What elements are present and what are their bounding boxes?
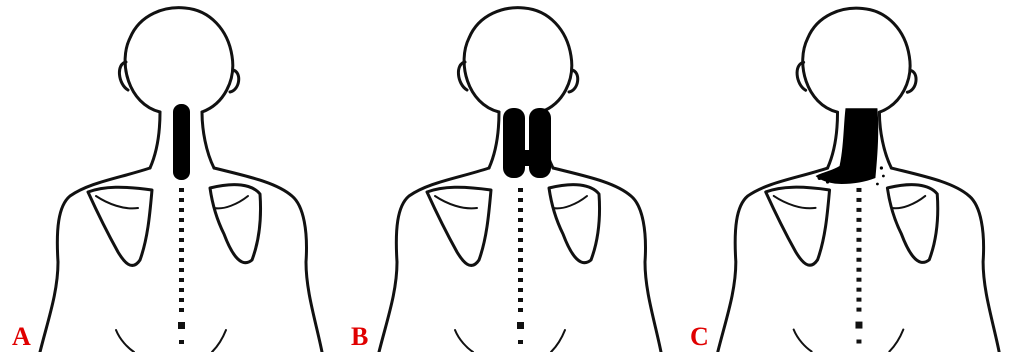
right-shoulder xyxy=(553,168,661,352)
right-shoulder xyxy=(214,168,322,352)
right-scapula xyxy=(887,185,937,263)
left-shoulder xyxy=(718,168,828,351)
right-scapula xyxy=(549,185,600,263)
left-scapula xyxy=(88,187,152,265)
left-shoulder xyxy=(379,168,489,352)
left-shoulder xyxy=(40,168,150,352)
pain-area-right-band xyxy=(529,108,551,178)
head-outline xyxy=(803,8,910,112)
right-scapula xyxy=(210,185,261,263)
pain-area-central xyxy=(173,104,190,180)
panel-a: A xyxy=(0,0,339,352)
neck-left xyxy=(150,112,160,168)
panel-b: B xyxy=(339,0,678,352)
back-figure-a xyxy=(0,0,339,352)
neck-left xyxy=(489,112,499,168)
spine-dots xyxy=(517,188,524,344)
head-outline xyxy=(464,8,572,112)
spine-dots xyxy=(855,188,862,344)
back-figure-c xyxy=(678,0,1016,352)
panel-c: C xyxy=(678,0,1016,352)
left-scapula xyxy=(766,187,830,265)
pain-area-unilateral xyxy=(816,108,879,184)
neck-right xyxy=(202,112,214,168)
panel-label: A xyxy=(12,324,31,350)
neck-left xyxy=(828,112,838,168)
left-scapula xyxy=(427,187,491,265)
neck-right xyxy=(879,112,891,168)
pain-area-left-band xyxy=(503,108,525,178)
head-outline xyxy=(125,8,233,112)
panel-label: C xyxy=(690,324,709,350)
spine-dots xyxy=(178,188,185,344)
back-figure-b xyxy=(339,0,678,352)
right-shoulder xyxy=(891,168,999,351)
panel-label: B xyxy=(351,324,368,350)
